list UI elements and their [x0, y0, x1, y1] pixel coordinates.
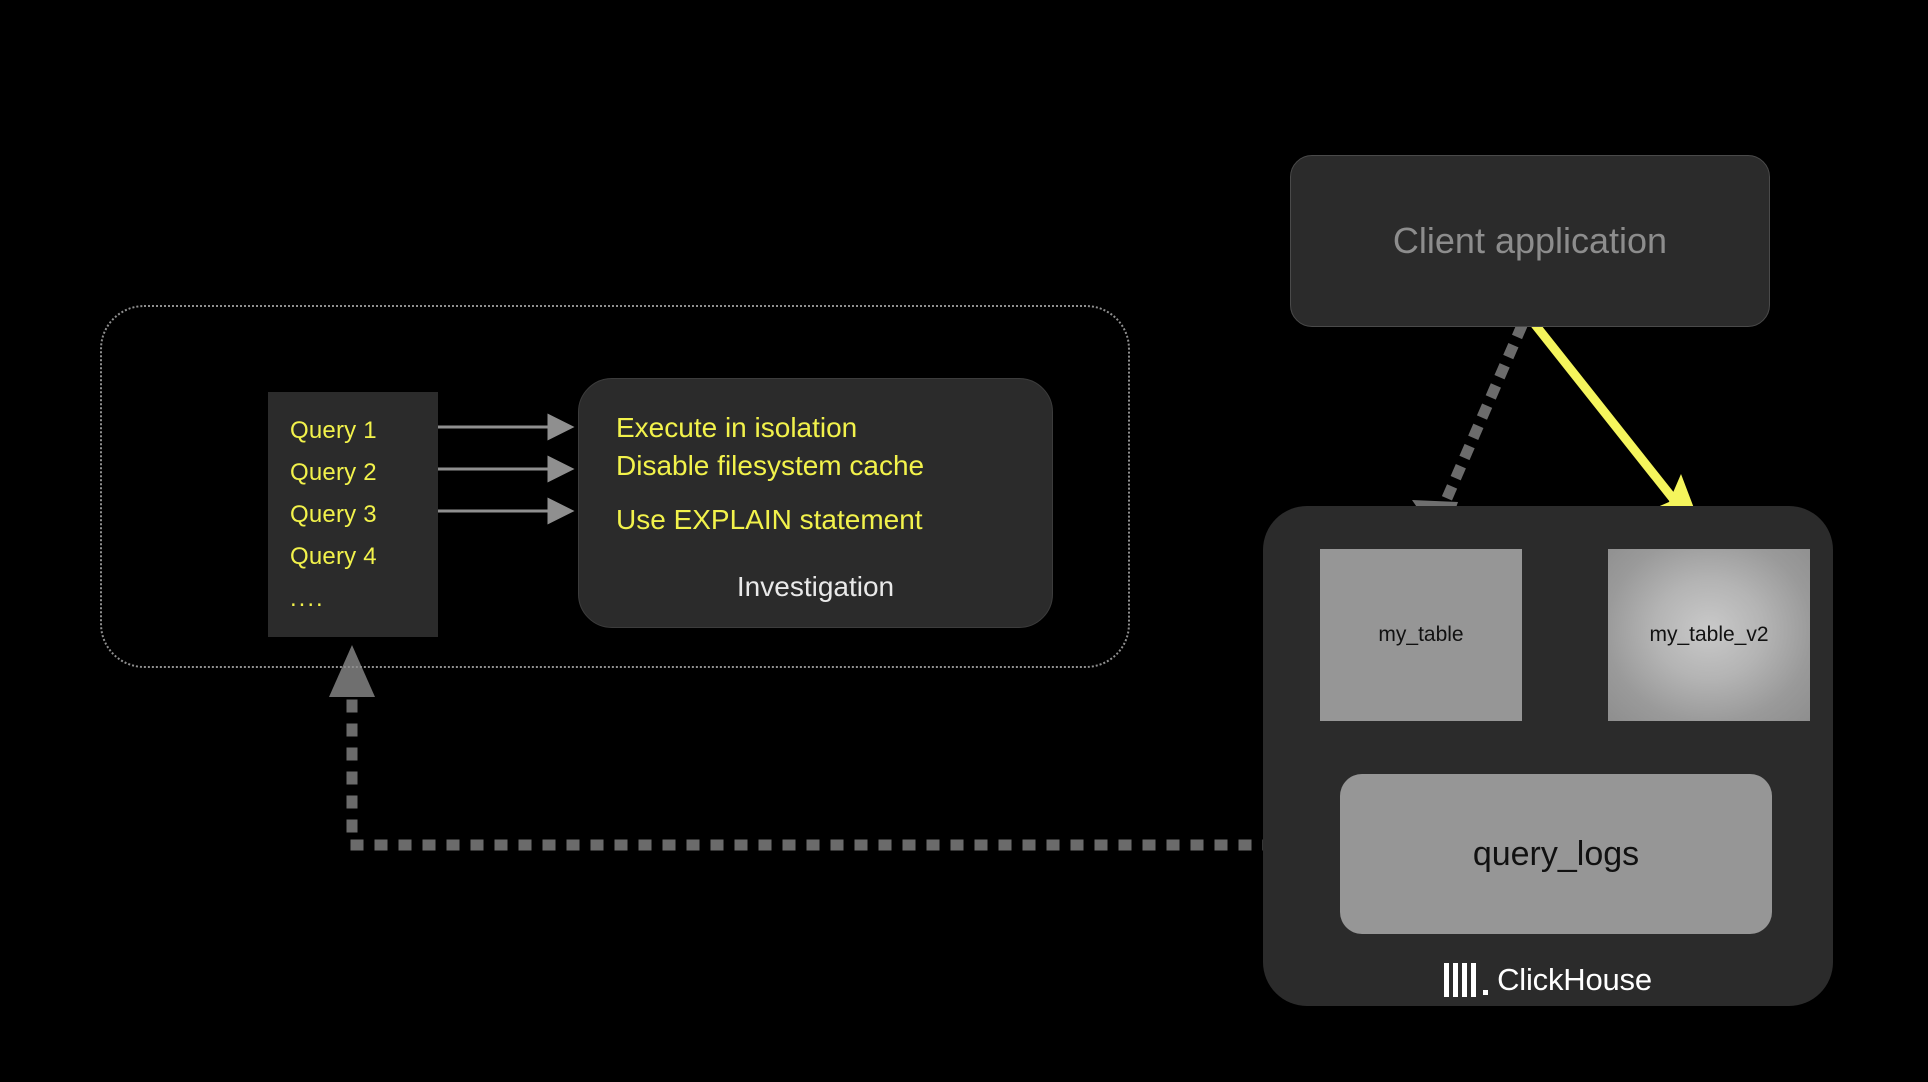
table-box-my-table-v2: my_table_v2 [1608, 549, 1810, 721]
connector-client-my-table-v2-line [1529, 319, 1694, 523]
investigation-step-2: Disable filesystem cache [616, 450, 925, 481]
table-label: my_table [1378, 623, 1464, 646]
list-item-more: .... [290, 585, 325, 612]
connector-client-my-table-line [1433, 322, 1528, 520]
connector-feedback-line [346, 674, 1348, 851]
list-item: Query 4 [290, 543, 377, 570]
investigation-box: Execute in isolation Disable filesystem … [578, 378, 1053, 628]
table-box-my-table: my_table [1320, 549, 1522, 721]
investigation-step-3: Use EXPLAIN statement [616, 504, 923, 535]
clickhouse-logo: ClickHouse [1263, 962, 1833, 998]
query-logs-label: query_logs [1472, 834, 1640, 873]
clickhouse-wordmark: ClickHouse [1497, 962, 1652, 997]
investigation-step-1: Execute in isolation [616, 412, 858, 443]
investigation-caption: Investigation [736, 571, 895, 602]
query-list-box: Query 1 Query 2 Query 3 Query 4 .... [268, 392, 438, 637]
list-item: Query 2 [290, 459, 377, 486]
query-logs-box: query_logs [1340, 774, 1772, 934]
table-label: my_table_v2 [1649, 623, 1769, 646]
clickhouse-bars-icon [1444, 963, 1489, 997]
client-application-box: Client application [1290, 155, 1770, 327]
list-item: Query 1 [290, 417, 377, 444]
list-item: Query 3 [290, 501, 377, 528]
client-application-label: Client application [1392, 220, 1668, 261]
connector-query-logs-to-query-box [329, 645, 1348, 851]
investigation-container [100, 305, 1130, 668]
